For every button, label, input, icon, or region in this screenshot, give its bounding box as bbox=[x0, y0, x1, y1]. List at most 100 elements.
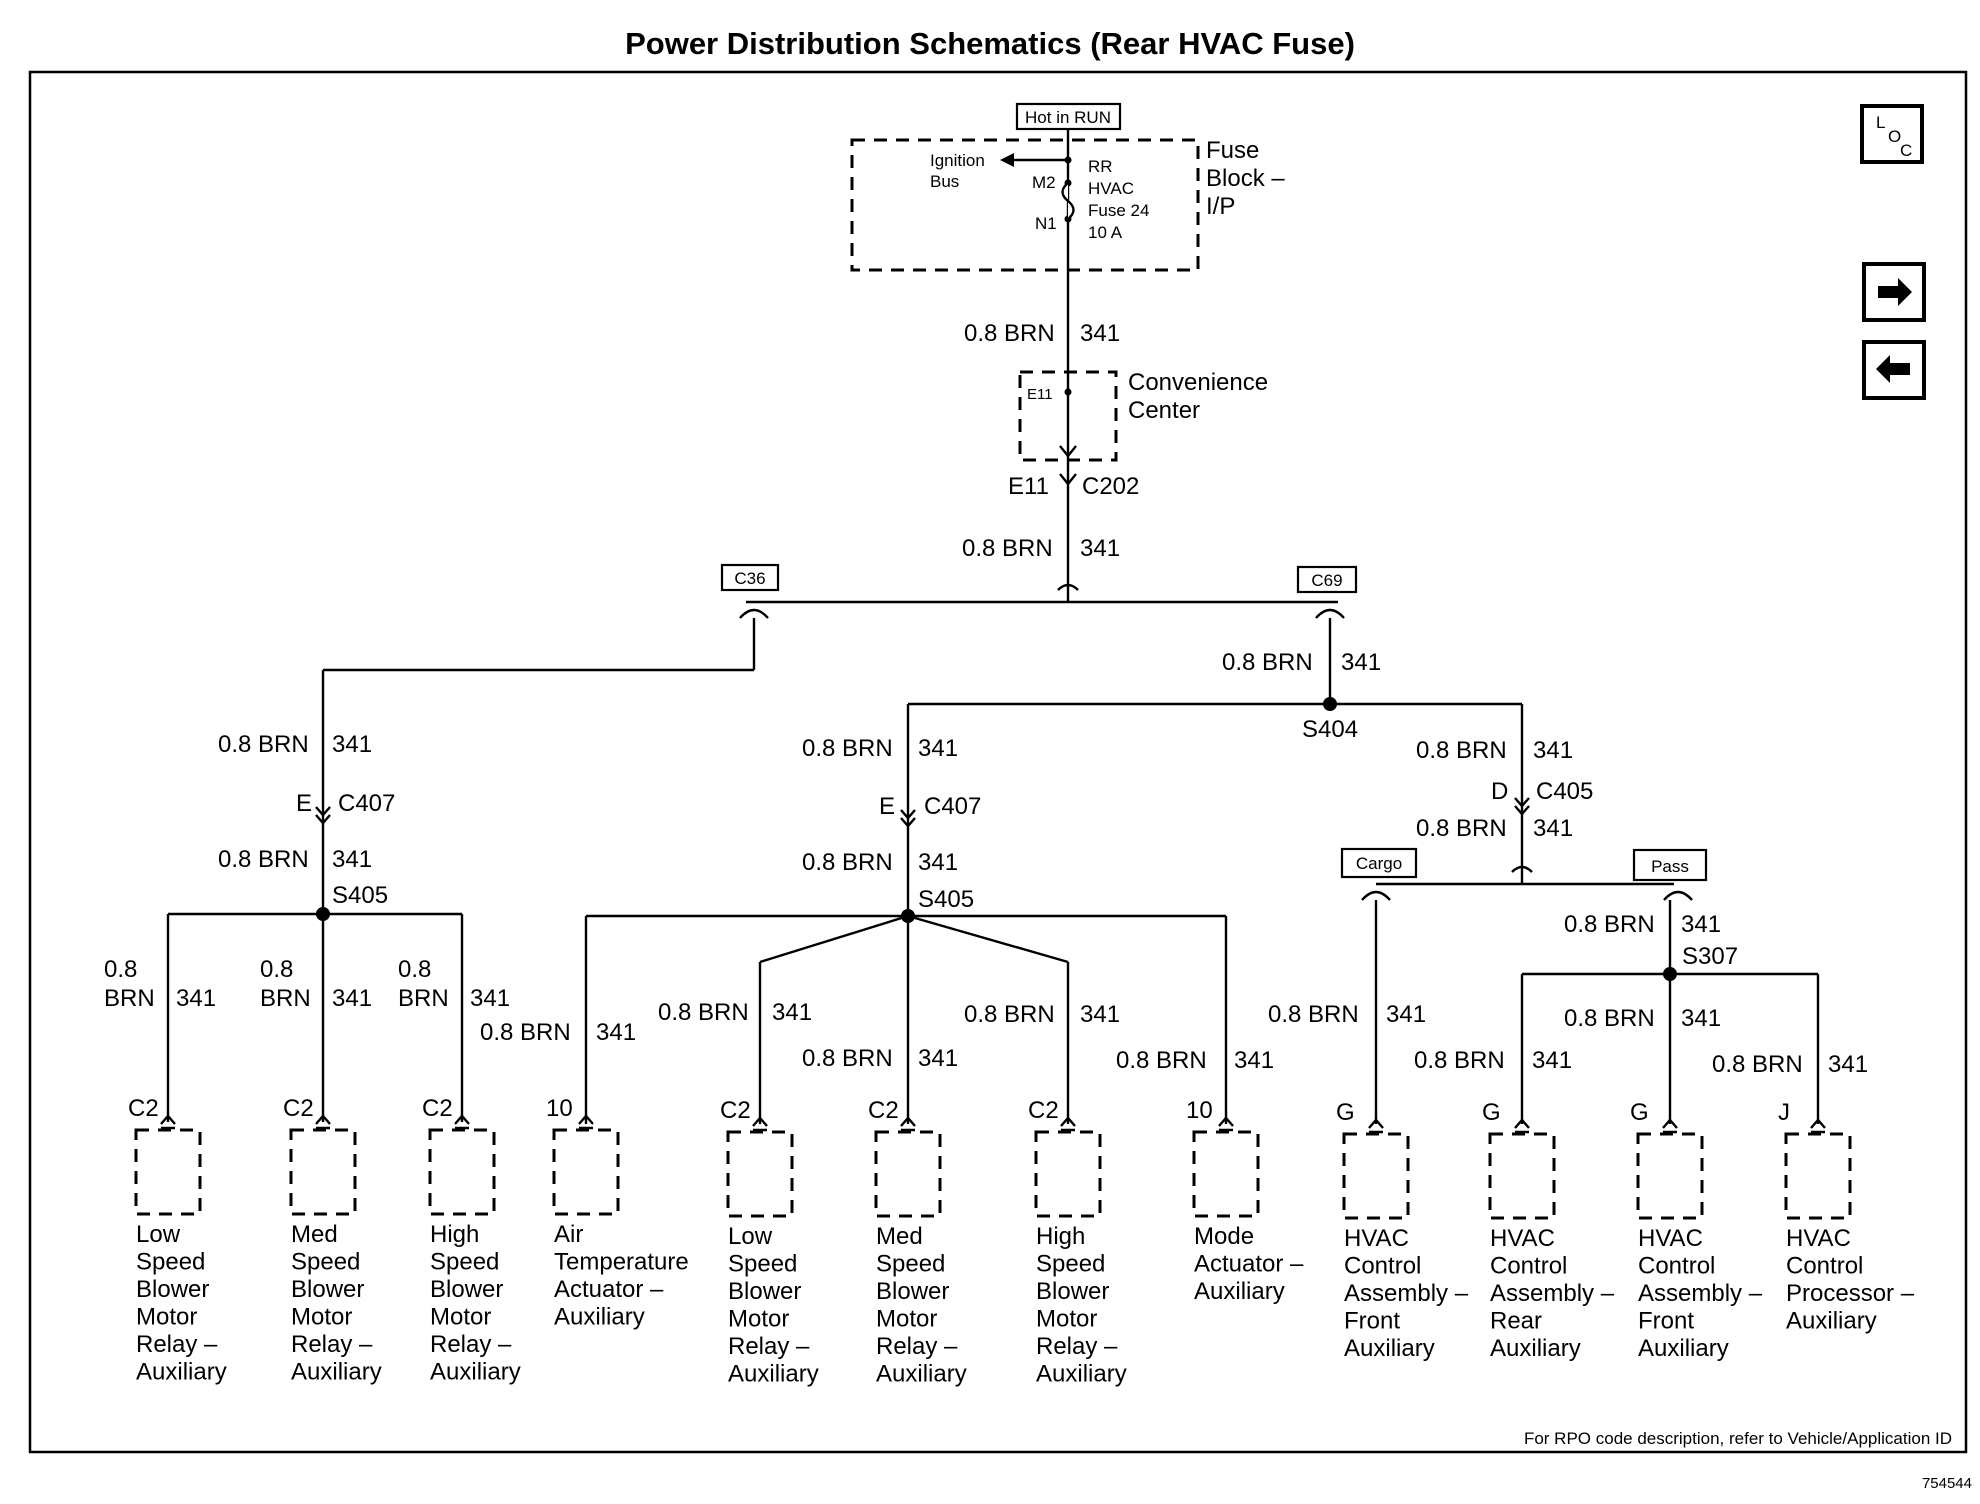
svg-text:0.8 BRN: 0.8 BRN bbox=[480, 1019, 571, 1046]
component-name-line: Speed bbox=[430, 1249, 499, 1276]
component-name-line: Blower bbox=[291, 1276, 364, 1303]
svg-text:341: 341 bbox=[1080, 535, 1120, 562]
component-name-line: Assembly – bbox=[1344, 1280, 1469, 1307]
component-box bbox=[726, 1130, 794, 1218]
component-name-line: Auxiliary bbox=[554, 1304, 645, 1331]
svg-text:341: 341 bbox=[470, 985, 510, 1012]
svg-text:341: 341 bbox=[1681, 911, 1721, 938]
component-name-line: Auxiliary bbox=[876, 1361, 967, 1388]
svg-text:341: 341 bbox=[1234, 1047, 1274, 1074]
c202-connector: E11 C202 bbox=[1008, 456, 1139, 590]
svg-text:C202: C202 bbox=[1082, 473, 1139, 500]
svg-text:0.8 BRN: 0.8 BRN bbox=[964, 1001, 1055, 1028]
component-name-line: Actuator – bbox=[1194, 1251, 1304, 1278]
component-pin-label: J bbox=[1778, 1099, 1790, 1126]
component-name-line: Auxiliary bbox=[1786, 1308, 1877, 1335]
svg-text:0.8: 0.8 bbox=[104, 956, 137, 983]
svg-text:I/P: I/P bbox=[1206, 193, 1235, 220]
option-tag-cargo: Cargo bbox=[1340, 847, 1418, 879]
component-name-line: Control bbox=[1344, 1253, 1421, 1280]
option-tag-c69: C69 bbox=[1296, 565, 1358, 594]
component-name-line: Speed bbox=[728, 1251, 797, 1278]
svg-text:S404: S404 bbox=[1302, 716, 1358, 743]
svg-text:341: 341 bbox=[332, 731, 372, 758]
component-name-line: Motor bbox=[876, 1306, 937, 1333]
svg-text:S307: S307 bbox=[1682, 943, 1738, 970]
component-name-line: High bbox=[430, 1221, 479, 1248]
fuse-label: RR bbox=[1088, 157, 1113, 176]
component-pin-label: G bbox=[1336, 1099, 1355, 1126]
next-page-button[interactable] bbox=[1862, 262, 1926, 322]
svg-text:341: 341 bbox=[176, 985, 216, 1012]
component-name-line: HVAC bbox=[1490, 1225, 1555, 1252]
prev-page-button[interactable] bbox=[1862, 340, 1926, 400]
component-pin-label: C2 bbox=[422, 1095, 453, 1122]
pin-connector-symbol bbox=[1218, 1116, 1234, 1132]
component-name-line: HVAC bbox=[1344, 1225, 1409, 1252]
component-name-line: Speed bbox=[1036, 1251, 1105, 1278]
svg-text:341: 341 bbox=[1681, 1005, 1721, 1032]
svg-text:C405: C405 bbox=[1536, 778, 1593, 805]
component-name-line: Motor bbox=[1036, 1306, 1097, 1333]
component-name-line: Motor bbox=[291, 1304, 352, 1331]
component-name-line: Low bbox=[728, 1223, 773, 1250]
component-pin-label: C2 bbox=[1028, 1097, 1059, 1124]
component-name-line: Auxiliary bbox=[136, 1359, 227, 1386]
svg-text:Block –: Block – bbox=[1206, 165, 1285, 192]
svg-text:0.8 BRN: 0.8 BRN bbox=[1416, 815, 1507, 842]
pin-connector-symbol bbox=[160, 1114, 176, 1130]
svg-text:E11: E11 bbox=[1008, 473, 1049, 500]
svg-text:341: 341 bbox=[1386, 1001, 1426, 1028]
component-name-line: Auxiliary bbox=[430, 1359, 521, 1386]
component-box bbox=[1342, 1132, 1410, 1220]
component-name-line: Control bbox=[1638, 1253, 1715, 1280]
svg-text:0.8 BRN: 0.8 BRN bbox=[1564, 1005, 1655, 1032]
svg-text:E: E bbox=[879, 793, 895, 820]
svg-text:0.8: 0.8 bbox=[398, 956, 431, 983]
pin-connector-symbol bbox=[900, 1116, 916, 1132]
pin-connector-symbol bbox=[1662, 1118, 1678, 1134]
pin-connector-symbol bbox=[1514, 1118, 1530, 1134]
component-name-line: HVAC bbox=[1638, 1225, 1703, 1252]
component-name-line: Relay – bbox=[728, 1333, 810, 1360]
component-name-line: Motor bbox=[430, 1304, 491, 1331]
component-pin-label: G bbox=[1630, 1099, 1649, 1126]
component-name-line: Air bbox=[554, 1221, 583, 1248]
svg-text:0.8 BRN: 0.8 BRN bbox=[964, 320, 1055, 347]
svg-text:0.8 BRN: 0.8 BRN bbox=[1414, 1047, 1505, 1074]
svg-text:M2: M2 bbox=[1032, 173, 1056, 192]
component-box bbox=[874, 1130, 942, 1218]
component-name-line: Motor bbox=[136, 1304, 197, 1331]
component-pin-label: C2 bbox=[128, 1095, 159, 1122]
svg-text:0.8 BRN: 0.8 BRN bbox=[1564, 911, 1655, 938]
component-name-line: Auxiliary bbox=[1344, 1335, 1435, 1362]
next-arrow-icon bbox=[1878, 278, 1912, 306]
convenience-center-name: Convenience bbox=[1128, 369, 1268, 396]
svg-text:341: 341 bbox=[1533, 737, 1573, 764]
option-tag-c36: C36 bbox=[720, 563, 780, 592]
svg-text:S405: S405 bbox=[332, 882, 388, 909]
svg-text:341: 341 bbox=[772, 999, 812, 1026]
component-name-line: Relay – bbox=[430, 1331, 512, 1358]
svg-text:Center: Center bbox=[1128, 397, 1200, 424]
component-name-line: Relay – bbox=[136, 1331, 218, 1358]
svg-text:341: 341 bbox=[1533, 815, 1573, 842]
svg-text:BRN: BRN bbox=[104, 985, 155, 1012]
component-name-line: Assembly – bbox=[1490, 1280, 1615, 1307]
svg-text:0.8 BRN: 0.8 BRN bbox=[1416, 737, 1507, 764]
loc-button[interactable]: L O C bbox=[1860, 104, 1924, 164]
svg-text:0.8 BRN: 0.8 BRN bbox=[802, 849, 893, 876]
pin-connector-symbol bbox=[578, 1114, 594, 1130]
svg-text:0.8 BRN: 0.8 BRN bbox=[1712, 1051, 1803, 1078]
svg-text:Pass: Pass bbox=[1651, 857, 1689, 876]
component-name-line: Assembly – bbox=[1638, 1280, 1763, 1307]
svg-text:O: O bbox=[1888, 127, 1901, 146]
component-name-line: Auxiliary bbox=[1490, 1335, 1581, 1362]
component-pin-label: C2 bbox=[868, 1097, 899, 1124]
